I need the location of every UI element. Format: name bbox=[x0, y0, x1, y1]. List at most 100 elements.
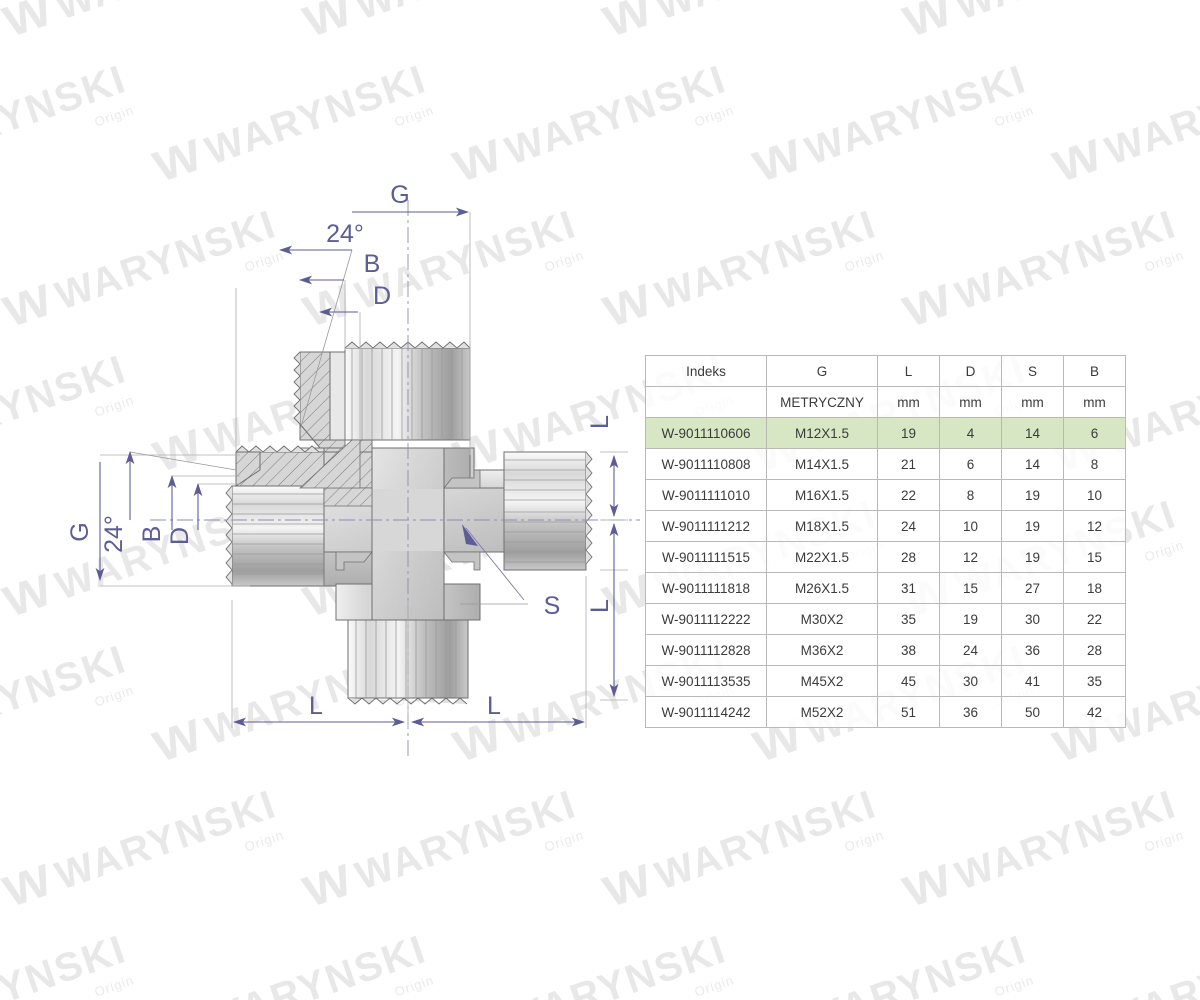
table-cell: 14 bbox=[1001, 417, 1064, 449]
watermark-w-icon: W bbox=[897, 856, 955, 918]
table-cell: 19 bbox=[877, 417, 940, 449]
table-cell: 22 bbox=[877, 479, 940, 511]
dimension-lines bbox=[95, 207, 628, 728]
table-cell: 42 bbox=[1063, 696, 1126, 728]
table-cell: 22 bbox=[1063, 603, 1126, 635]
watermark-subtext: Origin bbox=[1142, 247, 1186, 275]
watermark-subtext: Origin bbox=[392, 972, 436, 1000]
watermark-w-icon: W bbox=[1047, 131, 1105, 193]
table-cell: 41 bbox=[1001, 665, 1064, 697]
table-cell: 30 bbox=[1001, 603, 1064, 635]
table-cell: 28 bbox=[877, 541, 940, 573]
table-cell: 15 bbox=[1063, 541, 1126, 573]
table-cell: 19 bbox=[1001, 479, 1064, 511]
watermark-subtext: Origin bbox=[692, 102, 736, 130]
table-cell: M18X1.5 bbox=[766, 510, 878, 542]
table-cell: M30X2 bbox=[766, 603, 878, 635]
table-cell: 14 bbox=[1001, 448, 1064, 480]
table-cell: 21 bbox=[877, 448, 940, 480]
table-unit-cell: mm bbox=[939, 386, 1002, 418]
table-header-cell: B bbox=[1063, 355, 1126, 387]
watermark-w-icon: W bbox=[597, 856, 655, 918]
watermark-subtext: Origin bbox=[992, 972, 1036, 1000]
label-bottom-l-left: L bbox=[309, 692, 323, 720]
watermark-subtext: Origin bbox=[842, 827, 886, 855]
table-cell: W-9011111010 bbox=[645, 479, 767, 511]
label-top-angle: 24° bbox=[326, 220, 364, 248]
table-cell: 19 bbox=[1001, 541, 1064, 573]
table-cell: W-9011112222 bbox=[645, 603, 767, 635]
table-cell: 27 bbox=[1001, 572, 1064, 604]
watermark-w-icon: W bbox=[747, 131, 805, 193]
table-cell: 15 bbox=[939, 572, 1002, 604]
label-top-d: D bbox=[373, 282, 391, 310]
watermark-subtext: Origin bbox=[992, 102, 1036, 130]
table-header-cell: S bbox=[1001, 355, 1064, 387]
table-header-cell: D bbox=[939, 355, 1002, 387]
table-cell: M22X1.5 bbox=[766, 541, 878, 573]
watermark-subtext: Origin bbox=[542, 827, 586, 855]
table-unit-cell: mm bbox=[1001, 386, 1064, 418]
dimension-labels: G 24° B D G 24° B D L L L L S bbox=[66, 181, 614, 720]
label-right-l-top: L bbox=[586, 415, 614, 429]
table-cell: 10 bbox=[939, 510, 1002, 542]
table-cell: 6 bbox=[939, 448, 1002, 480]
table-cell: W-9011113535 bbox=[645, 665, 767, 697]
label-left-g: G bbox=[66, 522, 94, 541]
table-cell: 45 bbox=[877, 665, 940, 697]
table-cell: 30 bbox=[939, 665, 1002, 697]
table-cell: W-9011111212 bbox=[645, 510, 767, 542]
table-cell: 8 bbox=[939, 479, 1002, 511]
table-cell: W-9011110606 bbox=[645, 417, 767, 449]
table-cell: M45X2 bbox=[766, 665, 878, 697]
table-unit-cell bbox=[645, 386, 767, 418]
table-cell: W-9011111515 bbox=[645, 541, 767, 573]
watermark-subtext: Origin bbox=[1142, 827, 1186, 855]
label-left-angle: 24° bbox=[100, 515, 128, 553]
technical-drawing: G 24° B D G 24° B D L L L L S bbox=[0, 0, 640, 800]
label-s: S bbox=[544, 592, 561, 620]
label-top-b: B bbox=[364, 250, 381, 278]
watermark-w-icon: W bbox=[897, 276, 955, 338]
watermark-w-icon: W bbox=[897, 0, 955, 48]
table-header-cell: Indeks bbox=[645, 355, 767, 387]
watermark-subtext: Origin bbox=[692, 972, 736, 1000]
table-cell: 35 bbox=[877, 603, 940, 635]
table-cell: 18 bbox=[1063, 572, 1126, 604]
watermark-w-icon: W bbox=[297, 856, 355, 918]
table-cell: 6 bbox=[1063, 417, 1126, 449]
table-header-cell: L bbox=[877, 355, 940, 387]
table-cell: 36 bbox=[939, 696, 1002, 728]
table-cell: M36X2 bbox=[766, 634, 878, 666]
